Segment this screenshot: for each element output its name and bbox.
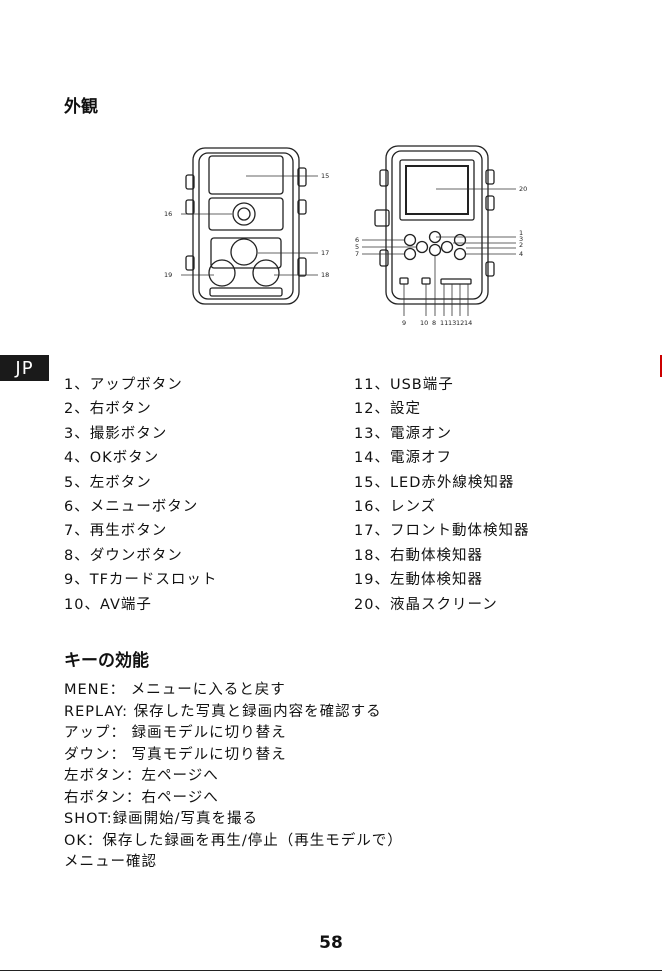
- callout-18: 18: [321, 271, 329, 279]
- list-item: 11、USB端子: [354, 377, 454, 393]
- list-item: 14、電源オフ: [354, 450, 452, 467]
- key-function-line: OK：保存した録画を再生/停止（再生モデルで）: [64, 832, 403, 849]
- callout-7: 7: [355, 250, 359, 258]
- page-number: 58: [319, 933, 343, 953]
- list-item: 9、TFカードスロット: [64, 572, 218, 589]
- language-tab: JP: [0, 355, 49, 381]
- callout-8: 8: [432, 319, 436, 327]
- list-item: 20、液晶スクリーン: [354, 596, 498, 613]
- camera-back-view: [374, 145, 495, 305]
- key-function-line: ダウン： 写真モデルに切り替え: [64, 746, 287, 763]
- callout-10: 10: [420, 319, 428, 327]
- key-function-line: 右ボタン：右ページへ: [64, 789, 219, 806]
- callout-1: 1: [519, 229, 523, 237]
- list-item: 2、右ボタン: [64, 401, 152, 418]
- callout-labels: 15 16 17 19 18 20 6 5 7 1 3 2 4 9 10 8 1…: [164, 172, 527, 327]
- key-function-line: SHOT:録画開始/写真を撮る: [64, 811, 259, 827]
- callout-6: 6: [355, 236, 359, 244]
- callout-2: 2: [519, 241, 523, 249]
- callout-19: 19: [164, 271, 172, 279]
- callout-17: 17: [321, 249, 329, 257]
- list-item: 6、メニューボタン: [64, 498, 199, 515]
- key-function-line: メニュー確認: [64, 854, 157, 870]
- callout-12: 12: [456, 319, 464, 327]
- section-title-keys: キーの効能: [64, 651, 149, 671]
- edge-marker: [660, 355, 662, 377]
- callout-20: 20: [519, 185, 527, 193]
- callout-9: 9: [402, 319, 406, 327]
- list-item: 19、左動体検知器: [354, 572, 483, 589]
- camera-front-view: [185, 147, 307, 305]
- list-item: 12、設定: [354, 401, 421, 418]
- list-item: 15、LED赤外線検知器: [354, 474, 515, 491]
- key-functions-list: MENE： メニューに入ると戻す REPLAY: 保存した写真と録画内容を確認す…: [64, 680, 403, 874]
- camera-back-leaders: [362, 188, 516, 316]
- callout-11: 11: [440, 319, 448, 327]
- list-item: 13、電源オン: [354, 425, 452, 442]
- list-item: 4、OKボタン: [64, 450, 160, 467]
- list-item: 18、右動体検知器: [354, 547, 483, 564]
- callout-15: 15: [321, 172, 329, 180]
- parts-list-right: 11、USB端子 12、設定 13、電源オン 14、電源オフ 15、LED赤外線…: [354, 373, 529, 617]
- key-function-line: 左ボタン：左ページへ: [64, 768, 219, 784]
- parts-list-left: 1、アップボタン 2、右ボタン 3、撮影ボタン 4、OKボタン 5、左ボタン 6…: [64, 373, 217, 617]
- callout-4: 4: [519, 250, 523, 258]
- list-item: 3、撮影ボタン: [64, 425, 168, 442]
- list-item: 10、AV端子: [64, 596, 152, 613]
- callout-16: 16: [164, 210, 172, 218]
- section-title-exterior: 外観: [64, 97, 98, 117]
- callout-3: 3: [519, 235, 523, 243]
- list-item: 8、ダウンボタン: [64, 547, 183, 564]
- callout-5: 5: [355, 243, 359, 251]
- list-item: 17、フロント動体検知器: [354, 523, 530, 540]
- key-function-line: MENE： メニューに入ると戻す: [64, 682, 286, 698]
- key-function-line: アップ： 録画モデルに切り替え: [64, 725, 287, 741]
- callout-14: 14: [464, 319, 472, 327]
- camera-front-leaders: [181, 175, 318, 276]
- list-item: 16、レンズ: [354, 498, 437, 515]
- list-item: 1、アップボタン: [64, 377, 183, 393]
- key-function-line: REPLAY: 保存した写真と録画内容を確認する: [64, 703, 382, 720]
- bottom-rule: [0, 970, 662, 971]
- callout-13: 13: [448, 319, 456, 327]
- list-item: 5、左ボタン: [64, 474, 152, 491]
- list-item: 7、再生ボタン: [64, 523, 168, 540]
- camera-diagram: 15 16 17 19 18 20 6 5 7 1 3 2 4 9 10 8 1…: [164, 145, 527, 327]
